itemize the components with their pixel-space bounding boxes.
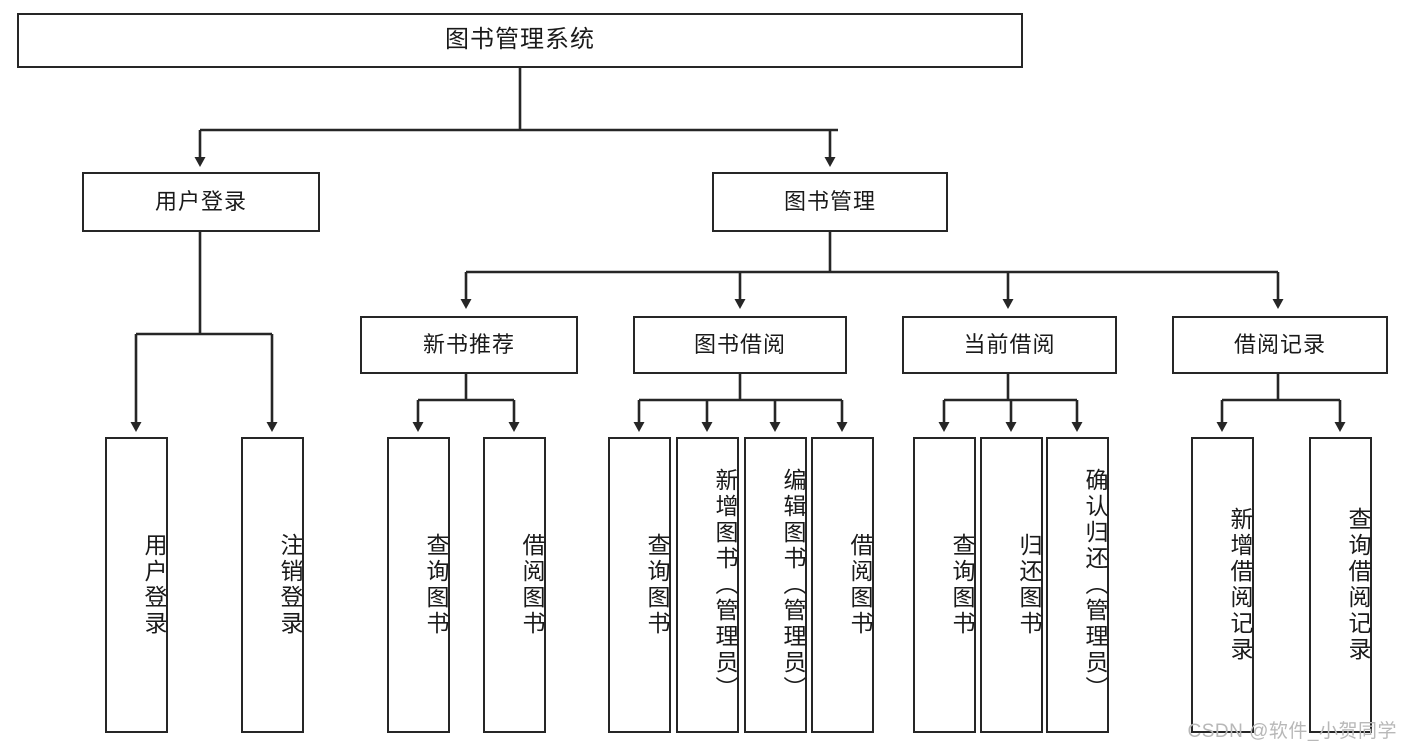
leaf-current-return-book-label: 归还图书 (1016, 533, 1042, 637)
node-borrow-record-label: 借阅记录 (1233, 331, 1326, 357)
node-borrow-record[interactable]: 借阅记录 (1172, 316, 1388, 374)
leaf-current-confirm-return-admin-label: 确认归还（管理员） (1082, 468, 1108, 702)
leaf-user-login-signout-label: 注销登录 (277, 533, 303, 637)
leaf-new-book-query[interactable]: 查询图书 (387, 437, 450, 733)
leaf-record-add-record[interactable]: 新增借阅记录 (1191, 437, 1254, 733)
leaf-user-login-signin-label: 用户登录 (141, 533, 167, 637)
leaf-record-query-record-label: 查询借阅记录 (1345, 507, 1371, 663)
leaf-user-login-signout[interactable]: 注销登录 (241, 437, 304, 733)
node-user-login[interactable]: 用户登录 (82, 172, 320, 232)
leaf-borrow-borrow-book[interactable]: 借阅图书 (811, 437, 874, 733)
node-new-book-recommend-label: 新书推荐 (422, 331, 515, 357)
leaf-user-login-signin[interactable]: 用户登录 (105, 437, 168, 733)
leaf-borrow-edit-book-admin-label: 编辑图书（管理员） (780, 468, 806, 702)
leaf-current-return-book[interactable]: 归还图书 (980, 437, 1043, 733)
leaf-borrow-borrow-book-label: 借阅图书 (847, 533, 873, 637)
leaf-record-add-record-label: 新增借阅记录 (1227, 507, 1253, 663)
csdn-watermark: CSDN @软件_小贺同学 (1187, 721, 1397, 742)
leaf-borrow-add-book-admin[interactable]: 新增图书（管理员） (676, 437, 739, 733)
leaf-borrow-query-book-label: 查询图书 (644, 533, 670, 637)
leaf-current-query-book[interactable]: 查询图书 (913, 437, 976, 733)
node-current-borrow-label: 当前借阅 (963, 331, 1056, 357)
node-book-borrow[interactable]: 图书借阅 (633, 316, 847, 374)
leaf-current-confirm-return-admin[interactable]: 确认归还（管理员） (1046, 437, 1109, 733)
leaf-new-book-borrow[interactable]: 借阅图书 (483, 437, 546, 733)
node-book-management-label: 图书管理 (783, 188, 876, 214)
node-root-system-label: 图书管理系统 (445, 26, 595, 54)
leaf-new-book-query-label: 查询图书 (423, 533, 449, 637)
leaf-borrow-query-book[interactable]: 查询图书 (608, 437, 671, 733)
node-root-system[interactable]: 图书管理系统 (17, 13, 1023, 68)
leaf-current-query-book-label: 查询图书 (949, 533, 975, 637)
node-book-borrow-label: 图书借阅 (693, 331, 786, 357)
leaf-borrow-edit-book-admin[interactable]: 编辑图书（管理员） (744, 437, 807, 733)
leaf-new-book-borrow-label: 借阅图书 (519, 533, 545, 637)
node-user-login-label: 用户登录 (154, 188, 247, 214)
leaf-borrow-add-book-admin-label: 新增图书（管理员） (712, 468, 738, 702)
node-current-borrow[interactable]: 当前借阅 (902, 316, 1117, 374)
node-book-management[interactable]: 图书管理 (712, 172, 948, 232)
leaf-record-query-record[interactable]: 查询借阅记录 (1309, 437, 1372, 733)
node-new-book-recommend[interactable]: 新书推荐 (360, 316, 578, 374)
